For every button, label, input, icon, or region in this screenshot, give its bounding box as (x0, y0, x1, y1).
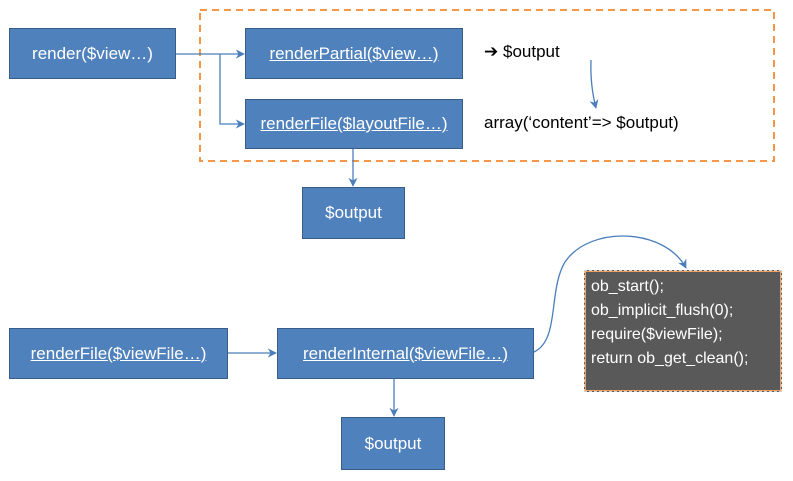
output-annotation: ➔ $output (484, 42, 560, 62)
output-top-box: $output (302, 187, 405, 239)
render-internal-box: renderInternal($viewFile…) (277, 328, 534, 379)
code-line: ob_implicit_flush(0); (591, 302, 734, 319)
render-partial-label: renderPartial($view…) (269, 43, 439, 63)
right-arrow-icon: ➔ (484, 42, 499, 61)
output-bottom-label: $output (364, 433, 422, 453)
arrow-internal-to-code (533, 235, 687, 353)
array-annotation: array(‘content’=> $output) (484, 113, 679, 132)
render-partial-box: renderPartial($view…) (245, 28, 463, 79)
code-line: ob_start(); (591, 278, 664, 295)
output-bottom-box: $output (341, 417, 445, 470)
output-top-label: $output (325, 203, 382, 222)
render-file-layout-label: renderFile($layoutFile…) (260, 114, 448, 133)
code-line: require($viewFile); (591, 326, 723, 343)
output-annotation-label: $output (502, 42, 560, 61)
render-internal-label: renderInternal($viewFile…) (302, 343, 509, 363)
arrow-render-to-layoutfile (219, 54, 245, 129)
code-block: ob_start(); ob_implicit_flush(0); requir… (584, 270, 782, 392)
render-label: render($view…) (32, 43, 153, 63)
render-file-view-label: renderFile($viewFile…) (30, 343, 207, 363)
render-box: render($view…) (9, 28, 176, 79)
render-file-layout-box: renderFile($layoutFile…) (245, 99, 463, 149)
arrow-output-to-array (589, 59, 599, 109)
render-file-view-box: renderFile($viewFile…) (9, 328, 228, 379)
code-line: return ob_get_clean(); (591, 350, 749, 367)
dashed-frame (199, 9, 775, 162)
